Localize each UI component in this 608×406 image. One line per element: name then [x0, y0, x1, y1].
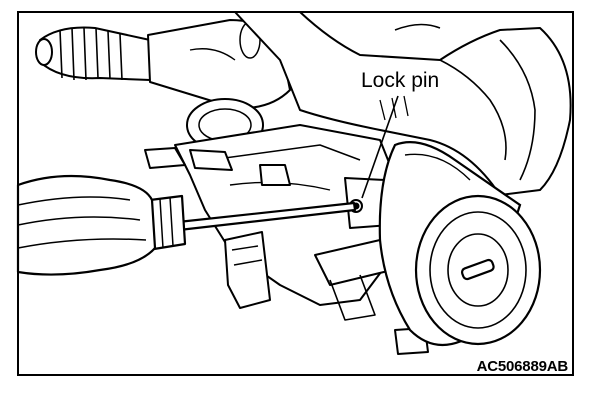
steering-shaft [35, 19, 291, 110]
column-housing [144, 11, 572, 355]
figure-code: AC506889AB [476, 358, 569, 375]
ignition-key-cylinder [378, 141, 542, 347]
screwdriver [16, 174, 357, 276]
lock-pin-label: Lock pin [361, 69, 440, 92]
callout-leader [361, 95, 399, 199]
